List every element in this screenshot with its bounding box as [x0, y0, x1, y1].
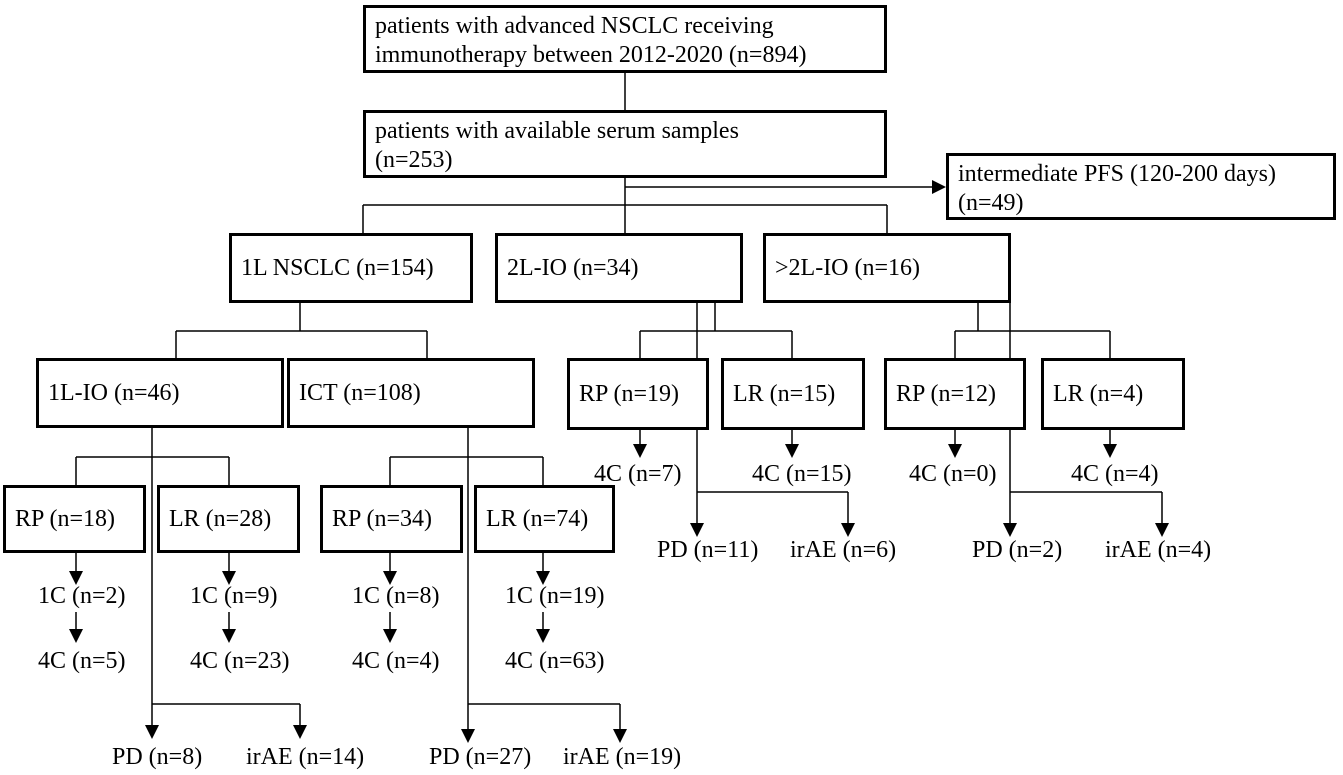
- io3-lr-text: LR (n=4): [1053, 380, 1144, 407]
- io3-lr-4c-label: 4C (n=4): [1071, 461, 1159, 487]
- first-line-io-box: 1L-IO (n=46): [36, 358, 284, 428]
- serum-samples-text: patients with available serum samples (n…: [375, 118, 739, 173]
- ict-rp-text: RP (n=34): [332, 505, 432, 532]
- io1-rp-box: RP (n=18): [3, 485, 146, 553]
- ict-lr-4c-label: 4C (n=63): [505, 648, 605, 674]
- io2-rp-text: RP (n=19): [579, 380, 679, 407]
- io3-rp-4c-label: 4C (n=0): [909, 461, 997, 487]
- io1-rp-text: RP (n=18): [15, 505, 115, 532]
- io3-lr-box: LR (n=4): [1041, 358, 1185, 430]
- io2-rp-box: RP (n=19): [567, 358, 709, 430]
- second-line-io-box: 2L-IO (n=34): [495, 233, 743, 303]
- io3-rp-text: RP (n=12): [896, 380, 996, 407]
- ict-irae-label: irAE (n=19): [563, 744, 682, 770]
- intermediate-pfs-box: intermediate PFS (120-200 days) (n=49): [946, 153, 1336, 220]
- ict-text: ICT (n=108): [299, 379, 421, 406]
- serum-samples-box: patients with available serum samples (n…: [363, 110, 887, 178]
- io1-pd-label: PD (n=8): [112, 744, 203, 770]
- io2-lr-box: LR (n=15): [721, 358, 865, 430]
- io2-lr-text: LR (n=15): [733, 380, 836, 407]
- io3-rp-box: RP (n=12): [884, 358, 1026, 430]
- ict-lr-text: LR (n=74): [486, 505, 589, 532]
- ict-lr-box: LR (n=74): [474, 485, 615, 553]
- io1-irae-label: irAE (n=14): [246, 744, 365, 770]
- io1-lr-1c-label: 1C (n=9): [190, 583, 278, 609]
- ict-rp-1c-label: 1C (n=8): [352, 583, 440, 609]
- ict-rp-4c-label: 4C (n=4): [352, 648, 440, 674]
- all-patients-box: patients with advanced NSCLC receiving i…: [363, 5, 887, 73]
- io1-rp-4c-label: 4C (n=5): [38, 648, 126, 674]
- first-line-nsclc-text: 1L NSCLC (n=154): [241, 254, 434, 281]
- io2-irae-label: irAE (n=6): [790, 537, 897, 563]
- io1-lr-4c-label: 4C (n=23): [190, 648, 290, 674]
- io3-pd-label: PD (n=2): [972, 537, 1063, 563]
- later-line-io-box: >2L-IO (n=16): [763, 233, 1011, 303]
- first-line-nsclc-box: 1L NSCLC (n=154): [229, 233, 473, 303]
- io1-rp-1c-label: 1C (n=2): [38, 583, 126, 609]
- ict-box: ICT (n=108): [287, 358, 535, 428]
- io2-pd-label: PD (n=11): [657, 537, 759, 563]
- io2-rp-4c-label: 4C (n=7): [594, 461, 682, 487]
- ict-pd-label: PD (n=27): [429, 744, 532, 770]
- io3-irae-label: irAE (n=4): [1105, 537, 1212, 563]
- later-line-io-text: >2L-IO (n=16): [775, 254, 921, 281]
- io1-lr-box: LR (n=28): [157, 485, 300, 553]
- all-patients-text: patients with advanced NSCLC receiving i…: [375, 13, 807, 68]
- first-line-io-text: 1L-IO (n=46): [48, 379, 180, 406]
- intermediate-pfs-text: intermediate PFS (120-200 days) (n=49): [958, 161, 1276, 216]
- second-line-io-text: 2L-IO (n=34): [507, 254, 639, 281]
- io2-lr-4c-label: 4C (n=15): [752, 461, 852, 487]
- io1-lr-text: LR (n=28): [169, 505, 272, 532]
- ict-rp-box: RP (n=34): [320, 485, 463, 553]
- ict-lr-1c-label: 1C (n=19): [505, 583, 605, 609]
